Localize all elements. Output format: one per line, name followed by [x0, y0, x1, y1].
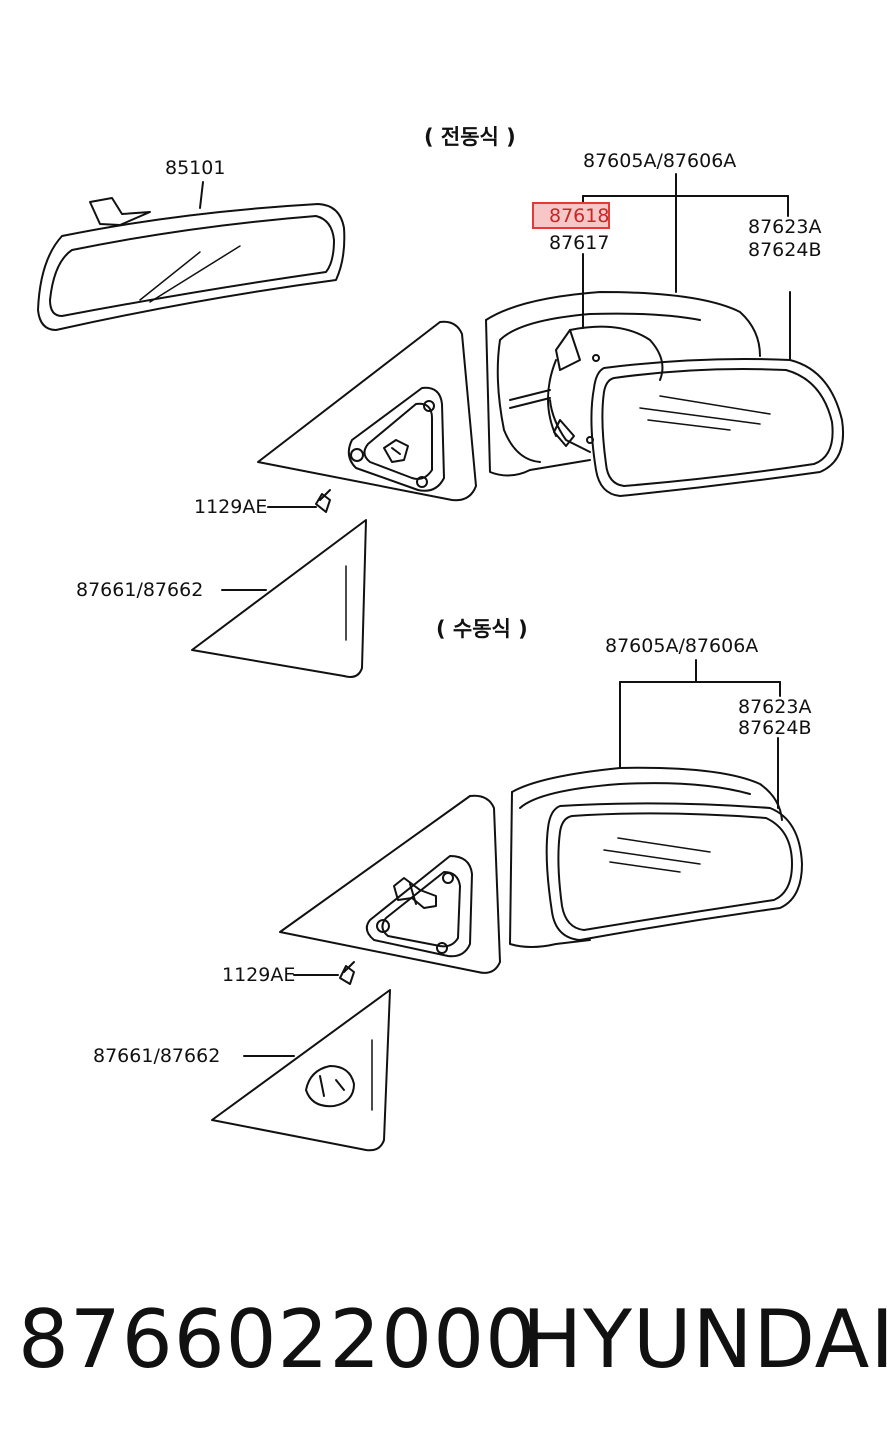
label-electric-screw[interactable]: 1129AE — [194, 496, 268, 518]
highlight-box — [532, 202, 610, 229]
inside-mirror-drawing — [37, 181, 346, 331]
footer-brand: HYUNDAI — [522, 1293, 887, 1386]
label-manual-cover[interactable]: 87661/87662 — [93, 1045, 221, 1067]
footer-part-number: 8766022000 — [18, 1293, 537, 1386]
label-electric-glass-2[interactable]: 87624B — [748, 239, 822, 261]
label-inside-mirror[interactable]: 85101 — [165, 157, 226, 179]
manual-cover-drawing — [211, 989, 391, 1152]
label-manual-mirror-assy[interactable]: 87605A/87606A — [605, 635, 759, 657]
electric-mirror-drawing — [257, 173, 844, 513]
label-electric-mirror-assy[interactable]: 87605A/87606A — [583, 150, 737, 172]
label-electric-glass-1[interactable]: 87623A — [748, 216, 822, 238]
label-manual-screw[interactable]: 1129AE — [222, 964, 296, 986]
electric-section-title: ( 전동식 ) — [424, 125, 516, 149]
label-actuator[interactable]: 87617 — [549, 232, 610, 254]
label-manual-glass-1[interactable]: 87623A — [738, 696, 812, 718]
electric-cover-drawing — [191, 519, 367, 678]
label-electric-cover[interactable]: 87661/87662 — [76, 579, 204, 601]
manual-mirror-drawing — [279, 659, 803, 985]
label-actuator-highlighted[interactable]: 87618 — [549, 205, 610, 227]
manual-section-title: ( 수동식 ) — [436, 617, 528, 641]
label-manual-glass-2[interactable]: 87624B — [738, 717, 812, 739]
